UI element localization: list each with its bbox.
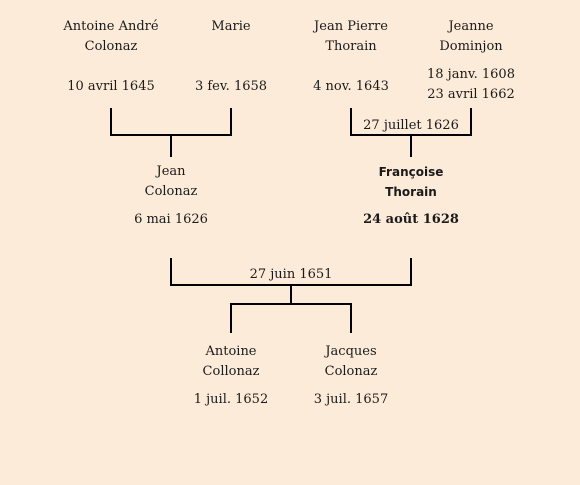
person-date: 6 mai 1626 bbox=[134, 212, 208, 227]
person-antoine-collonaz: Antoine Collonaz 1 juil. 1652 bbox=[166, 342, 296, 410]
person-date-line2: 4 nov. 1643 bbox=[313, 79, 389, 94]
person-date-line1: 18 janv. 1608 bbox=[427, 67, 515, 82]
person-name-line2: Colonaz bbox=[84, 39, 138, 54]
person-francoise-thorain: Françoise Thorain 24 août 1628 bbox=[346, 162, 476, 230]
person-name-line1: Jeanne bbox=[448, 19, 494, 34]
connector-children bbox=[230, 303, 352, 333]
person-date-line1 bbox=[286, 57, 416, 77]
person-name-line1: Marie bbox=[211, 19, 251, 34]
marriage-date-thorain-dominjon: 27 juillet 1626 bbox=[361, 118, 461, 134]
person-antoine-andre-colonaz: Antoine André Colonaz 10 avril 1645 bbox=[46, 17, 176, 97]
person-date-line2: 10 avril 1645 bbox=[67, 79, 155, 94]
person-date-line1 bbox=[166, 57, 296, 77]
person-name-line1: Jean bbox=[156, 164, 186, 179]
person-name-line2: Thorain bbox=[385, 185, 437, 199]
person-name-line1: Jean Pierre bbox=[314, 19, 388, 34]
person-name-line2: Collonaz bbox=[202, 364, 260, 379]
connector-colonaz-parents bbox=[110, 108, 232, 136]
person-date-line1 bbox=[46, 57, 176, 77]
person-name-line1: Françoise bbox=[378, 165, 444, 179]
person-marie: Marie 3 fev. 1658 bbox=[166, 17, 296, 97]
person-date: 1 juil. 1652 bbox=[193, 392, 269, 407]
person-name-line2: Colonaz bbox=[324, 364, 378, 379]
person-name-line1: Jacques bbox=[325, 344, 377, 359]
person-date: 3 juil. 1657 bbox=[313, 392, 389, 407]
person-jeanne-dominjon: Jeanne Dominjon 18 janv. 1608 23 avril 1… bbox=[406, 17, 536, 105]
person-name-line1: Antoine André bbox=[63, 19, 159, 34]
person-name-line2: Thorain bbox=[325, 39, 377, 54]
person-date: 24 août 1628 bbox=[363, 212, 459, 227]
person-date-line2: 3 fev. 1658 bbox=[194, 79, 268, 94]
person-date-line2: 23 avril 1662 bbox=[427, 87, 515, 102]
person-name-line2: Colonaz bbox=[144, 184, 198, 199]
person-name-line2: Dominjon bbox=[439, 39, 503, 54]
person-jacques-colonaz: Jacques Colonaz 3 juil. 1657 bbox=[286, 342, 416, 410]
person-jean-colonaz: Jean Colonaz 6 mai 1626 bbox=[106, 162, 236, 230]
person-name-line1: Antoine bbox=[205, 344, 257, 359]
marriage-date-colonaz-thorain: 27 juin 1651 bbox=[241, 267, 341, 283]
person-jean-pierre-thorain: Jean Pierre Thorain 4 nov. 1643 bbox=[286, 17, 416, 97]
person-name-line2 bbox=[166, 37, 296, 57]
